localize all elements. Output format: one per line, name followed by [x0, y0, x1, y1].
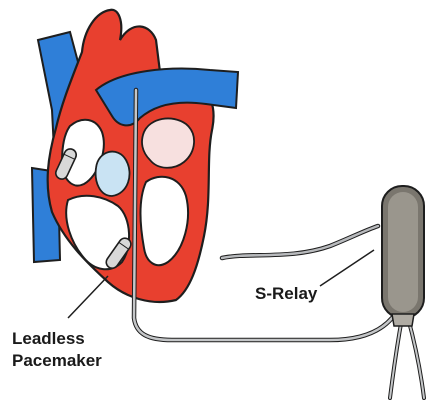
s-relay-label: S-Relay [255, 283, 317, 305]
s-relay-pointer-line [320, 250, 374, 286]
relay-lead-left-core [390, 318, 402, 398]
leadless-pacemaker-label-line2: Pacemaker [12, 350, 102, 372]
leadless-pacemaker-label: Leadless Pacemaker [12, 328, 102, 372]
pacemaker-pointer-line [68, 276, 108, 318]
subcutaneous-lead-core [222, 226, 378, 258]
leadless-pacemaker-label-line1: Leadless [12, 328, 102, 350]
s-relay-device [382, 186, 424, 326]
heart-valve [96, 152, 130, 196]
aortic-root [142, 118, 194, 167]
